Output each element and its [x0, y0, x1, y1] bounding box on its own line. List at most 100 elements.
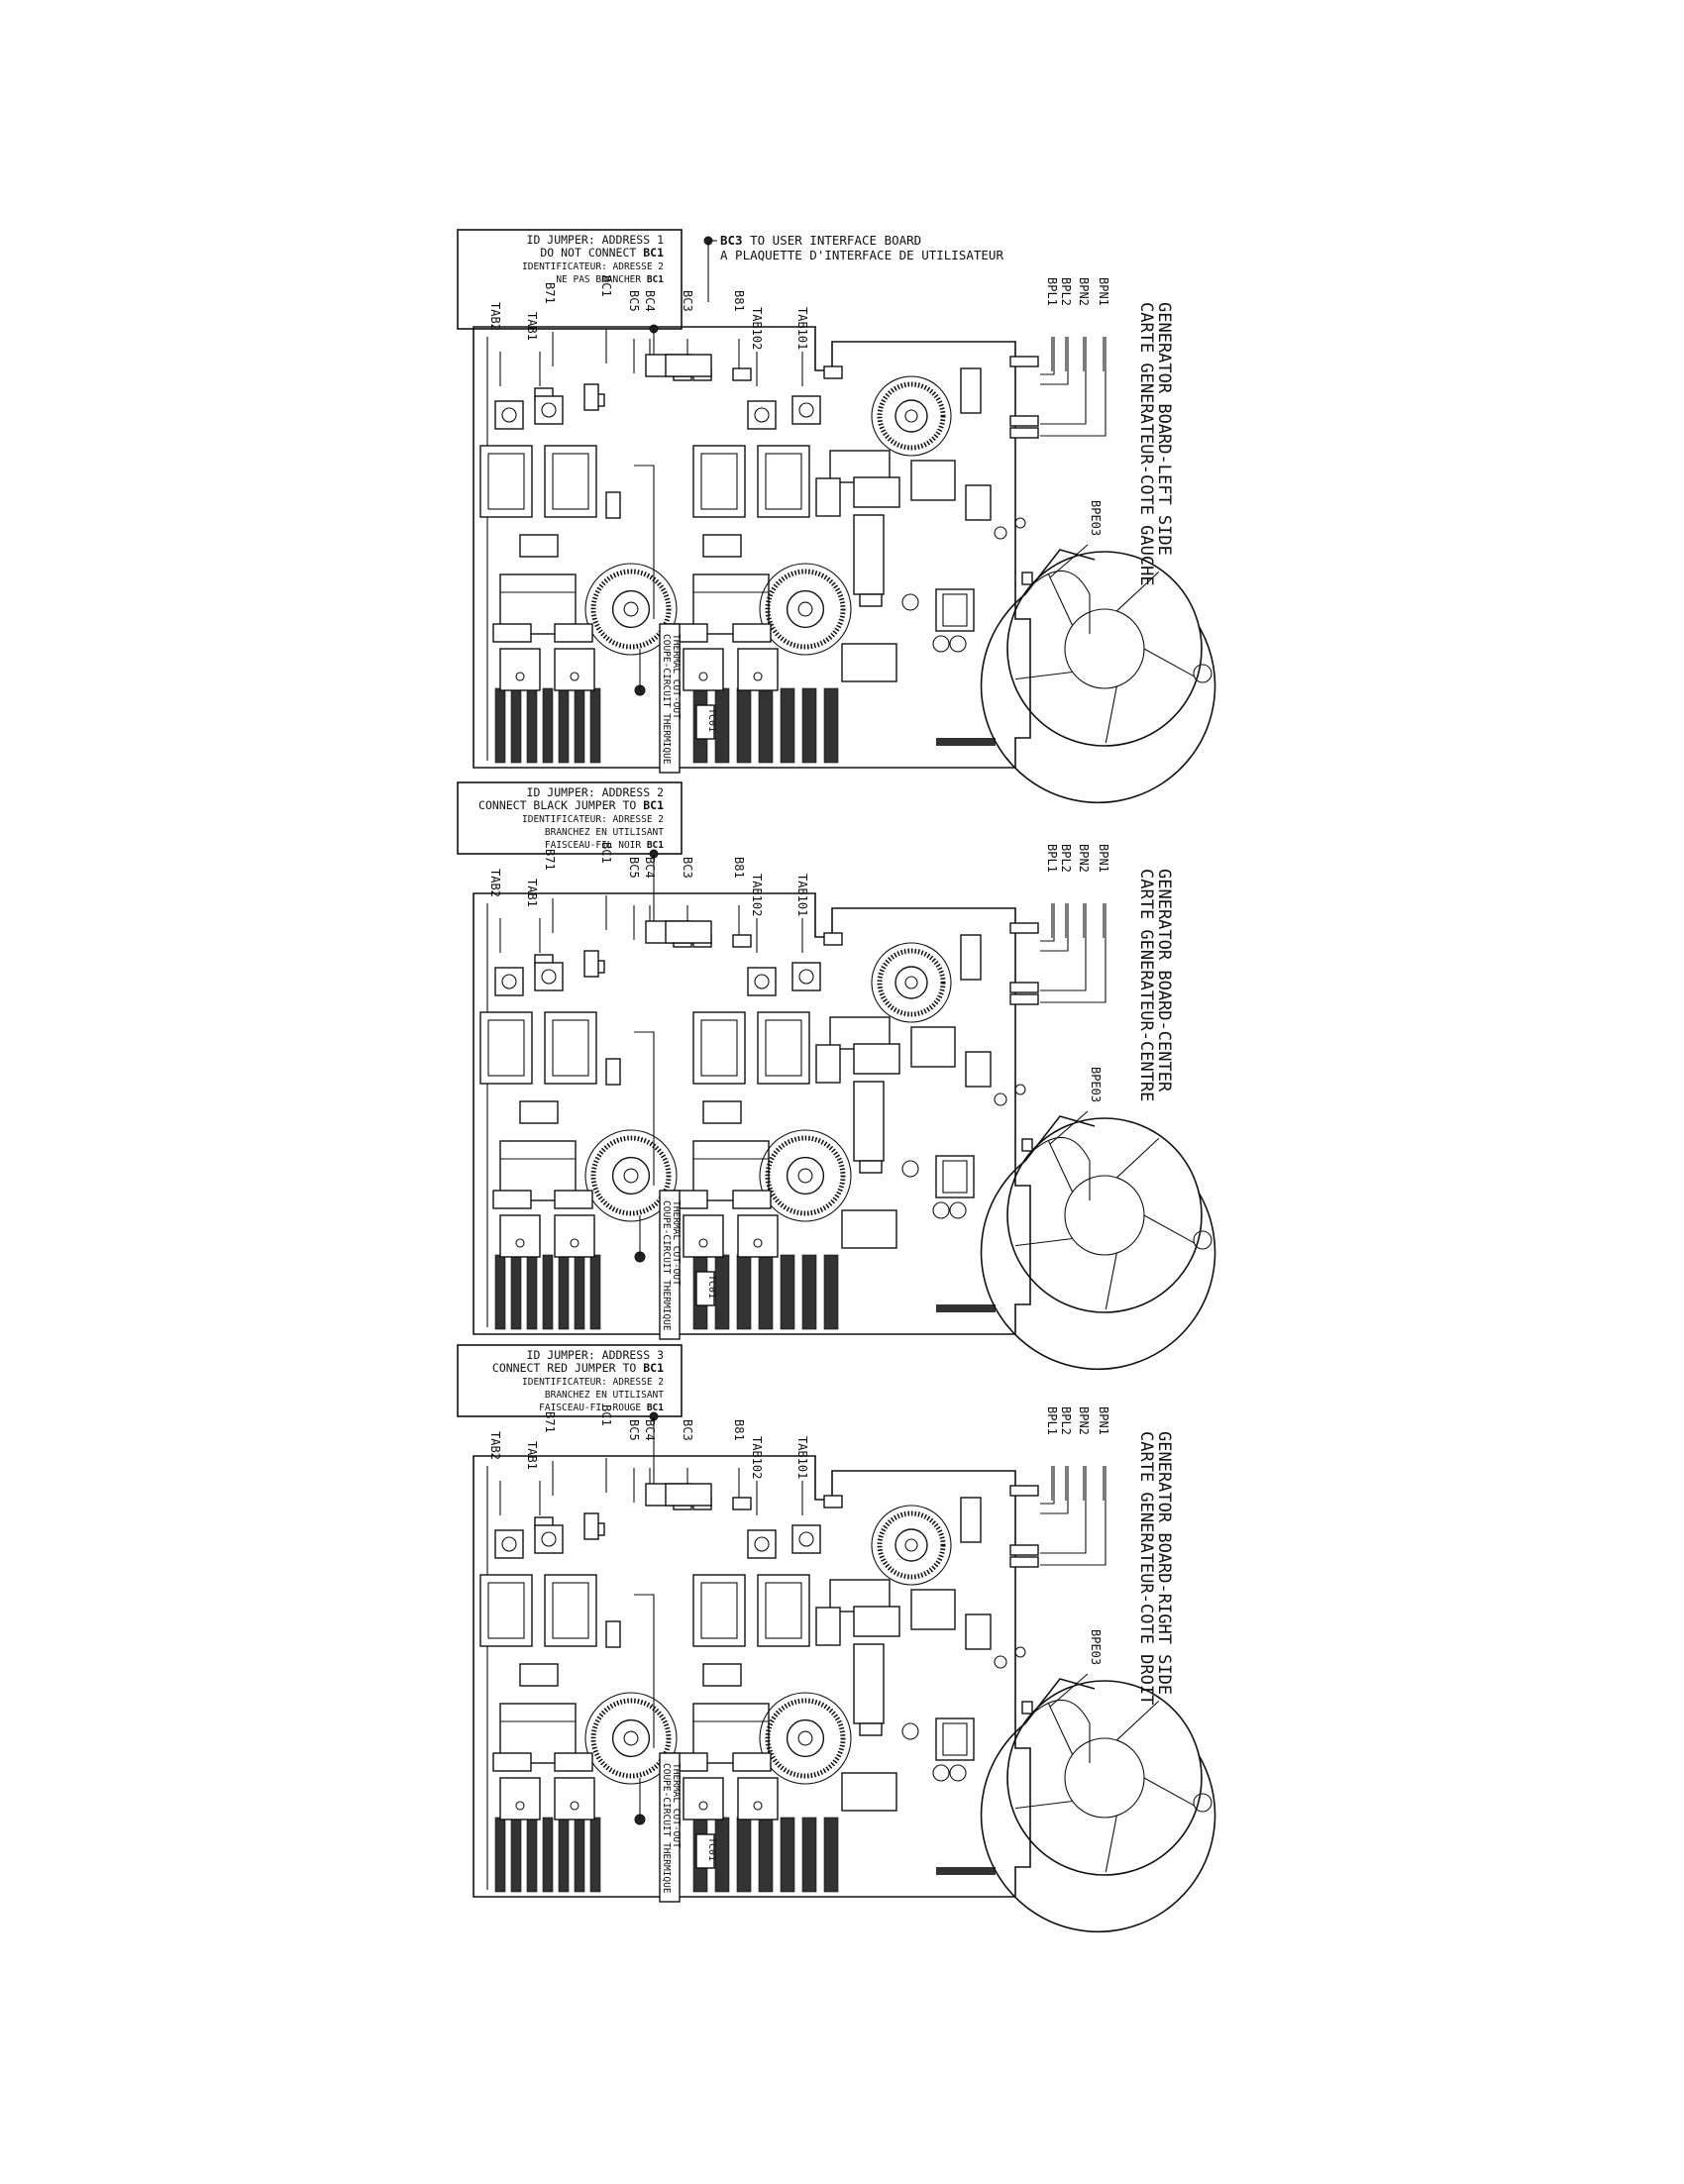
rectifier-block: [554, 1777, 595, 1820]
choke-block: [935, 1717, 975, 1761]
label-b71: B71: [543, 1411, 557, 1433]
connector-b81: [732, 367, 752, 381]
rectifier-screw: [515, 672, 525, 681]
bc3-note: BC3 TO USER INTERFACE BOARD A PLAQUETTE …: [703, 233, 1003, 302]
thermal-cutout-en: THERMAL CUT-OUT: [671, 634, 682, 719]
rectifier-screw: [515, 1801, 525, 1811]
inductor-vertical: [960, 367, 982, 414]
thermal-cutout-frame: [659, 623, 681, 774]
tc01-box: [695, 704, 715, 740]
inductor-vertical: [960, 934, 982, 981]
heatsink-fin-left: [574, 1817, 585, 1893]
toroid-winding: [765, 1698, 846, 1779]
label-tab1: TAB1: [525, 312, 539, 341]
fuse-cap: [859, 1722, 883, 1736]
terminal-bracket: [841, 1772, 897, 1812]
connector-bc3-block: [665, 354, 712, 377]
toroid-center: [623, 601, 639, 617]
jumper-note-line: BRANCHEZ EN UTILISANT: [545, 1390, 664, 1401]
rectifier-block: [499, 1777, 541, 1820]
jumper-note-text: IDENTIFICATEUR: ADRESSE 2: [522, 1377, 664, 1388]
fuse-holder: [853, 1081, 885, 1162]
gate-driver: [492, 623, 532, 643]
tab-terminal-hole: [754, 974, 770, 989]
jumper-note-text: CONNECT BLACK JUMPER TO: [478, 798, 643, 812]
rectifier-block: [737, 1777, 779, 1820]
toroid-coil: [584, 1692, 678, 1785]
power-module-inner: [765, 1582, 802, 1639]
heatsink-fin-right: [736, 1817, 752, 1893]
tab-terminal-hole: [798, 402, 814, 418]
jumper-note-bold: BC1: [647, 840, 664, 851]
heatsink-fin-right: [801, 687, 817, 764]
heatsink-fin-left: [494, 1254, 506, 1330]
mount-hole-3: [1014, 1084, 1026, 1095]
bp-leaders: [1040, 337, 1106, 437]
heatsink-fin-left: [589, 1817, 601, 1893]
heatsink-fin-left: [526, 687, 538, 764]
heatsink-fin-right: [736, 687, 752, 764]
jumper-note-text: DO NOT CONNECT: [540, 246, 643, 260]
label-bpl2: BPL2: [1059, 1406, 1073, 1435]
jumper-note-line: IDENTIFICATEUR: ADRESSE 2: [522, 261, 664, 272]
label-bpl1: BPL1: [1045, 844, 1059, 873]
jumper-note-line: ID JUMPER: ADDRESS 1: [527, 233, 665, 247]
fan-blade: [1115, 1137, 1160, 1179]
power-module-inner: [552, 1019, 589, 1077]
power-module-inner: [765, 453, 802, 510]
label-tab2: TAB2: [488, 1431, 502, 1460]
label-tab101: TAB101: [795, 1436, 809, 1479]
fan-mount-ear: [1193, 1793, 1212, 1813]
fuse-holder: [853, 1643, 885, 1724]
label-bc1: BC1: [599, 842, 613, 864]
tab-terminal: [791, 395, 821, 425]
jumper-note-line: ID JUMPER: ADDRESS 3: [527, 1348, 665, 1362]
rectifier-block: [554, 1214, 595, 1258]
toroid-coil: [871, 942, 952, 1023]
tab-terminal-hole: [754, 1536, 770, 1552]
gate-driver: [554, 1190, 593, 1209]
gate-driver: [554, 1752, 593, 1772]
heatsink-fin-left: [542, 1817, 554, 1893]
jumper-note-bold: BC1: [643, 798, 664, 812]
label-b71: B71: [543, 849, 557, 871]
cap-round-2: [949, 635, 967, 653]
fan-blade: [1105, 1252, 1117, 1310]
label-bc3: BC3: [681, 290, 694, 312]
toroid-coil: [584, 563, 678, 656]
tab-terminal: [494, 967, 524, 996]
connector-4pin: [583, 950, 599, 978]
power-module-inner: [487, 453, 525, 510]
toroid-center: [797, 1168, 813, 1184]
rectifier-block: [683, 1777, 724, 1820]
fan-hub: [1064, 608, 1145, 689]
jumper-note-line: FAISCEAU-FIL ROUGE BC1: [539, 1403, 664, 1413]
connector-4pin-2: [605, 491, 621, 519]
toroid-center: [623, 1168, 639, 1184]
bp-connector-1: [1009, 356, 1039, 367]
toroid-core: [611, 589, 651, 629]
power-module-inner: [700, 1019, 738, 1077]
fan-wire: [1034, 570, 1091, 634]
jumper-note-text: IDENTIFICATEUR: ADRESSE 2: [522, 261, 664, 272]
jumper-note-text: BRANCHEZ EN UTILISANT: [545, 1390, 664, 1401]
cap-round-1: [932, 1764, 950, 1782]
rectifier-screw: [570, 1801, 579, 1811]
bc3-note-bold: BC3: [720, 233, 743, 248]
bp-connector-2: [1009, 982, 1039, 993]
generator-board-1: ID JUMPER: ADDRESS 1DO NOT CONNECT BC1ID…: [457, 229, 1216, 804]
heatsink-fin-right: [758, 687, 774, 764]
board-title-fr: CARTE GENERATEUR-CENTRE: [1136, 869, 1156, 1101]
power-module: [692, 1574, 746, 1647]
gate-driver: [732, 1752, 772, 1772]
relay-small: [815, 1044, 841, 1084]
jumper-note-box: [457, 1344, 683, 1417]
cap-round-2: [949, 1201, 967, 1219]
heatsink-fin-left: [494, 1817, 506, 1893]
bpe03-tab: [1021, 572, 1033, 585]
jumper-note-text: IDENTIFICATEUR: ADRESSE 2: [522, 814, 664, 825]
capacitor-bank: [965, 484, 992, 521]
toroid-coil: [759, 1692, 852, 1785]
power-module: [757, 445, 810, 518]
